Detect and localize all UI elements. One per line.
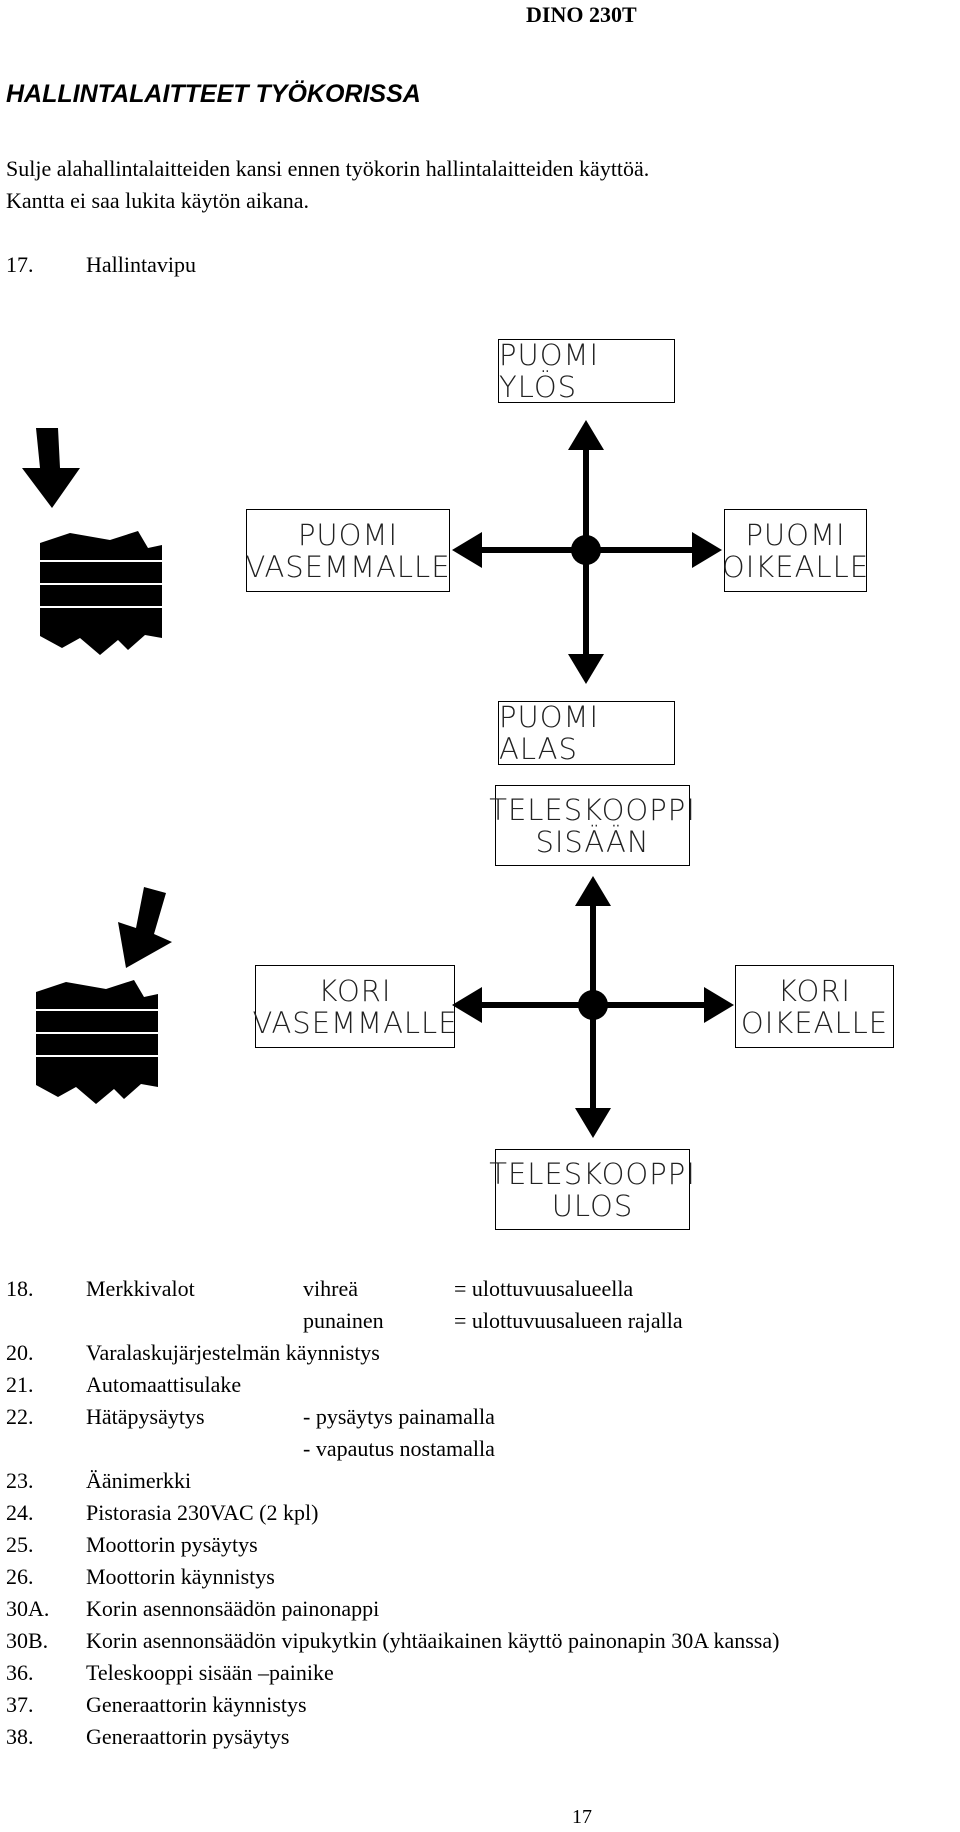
basket-tilt-arrow-icon <box>118 887 172 968</box>
label-boom-up: PUOMI YLÖS <box>498 339 675 403</box>
intro-line-1: Sulje alahallintalaitteiden kansi ennen … <box>6 156 650 181</box>
arrow-down-icon <box>568 654 604 684</box>
arrow-down-icon-lower <box>575 1108 611 1138</box>
arrow-left-icon <box>452 532 482 568</box>
arrow-up-icon-lower <box>575 876 611 906</box>
basket-icon <box>40 531 162 655</box>
intro-line-2: Kantta ei saa lukita käytön aikana. <box>6 188 309 213</box>
basket-down-arrow-icon <box>22 428 80 508</box>
label-boom-down: PUOMI ALAS <box>498 701 675 765</box>
basket-icon-lower <box>36 980 158 1104</box>
section-title: HALLINTALAITTEET TYÖKORISSA <box>6 80 421 108</box>
upper-lever-cross <box>452 420 722 684</box>
item-17-number: 17. <box>6 252 34 277</box>
document-code: DINO 230T <box>526 2 637 27</box>
item-17-label: Hallintavipu <box>86 252 196 277</box>
control-lever-diagram <box>22 420 734 1138</box>
arrow-right-icon <box>692 532 722 568</box>
arrow-up-icon <box>568 420 604 450</box>
page-number: 17 <box>572 1806 592 1828</box>
arrow-left-icon-lower <box>452 987 482 1023</box>
lower-lever-cross <box>452 876 734 1138</box>
arrow-right-icon-lower <box>704 987 734 1023</box>
